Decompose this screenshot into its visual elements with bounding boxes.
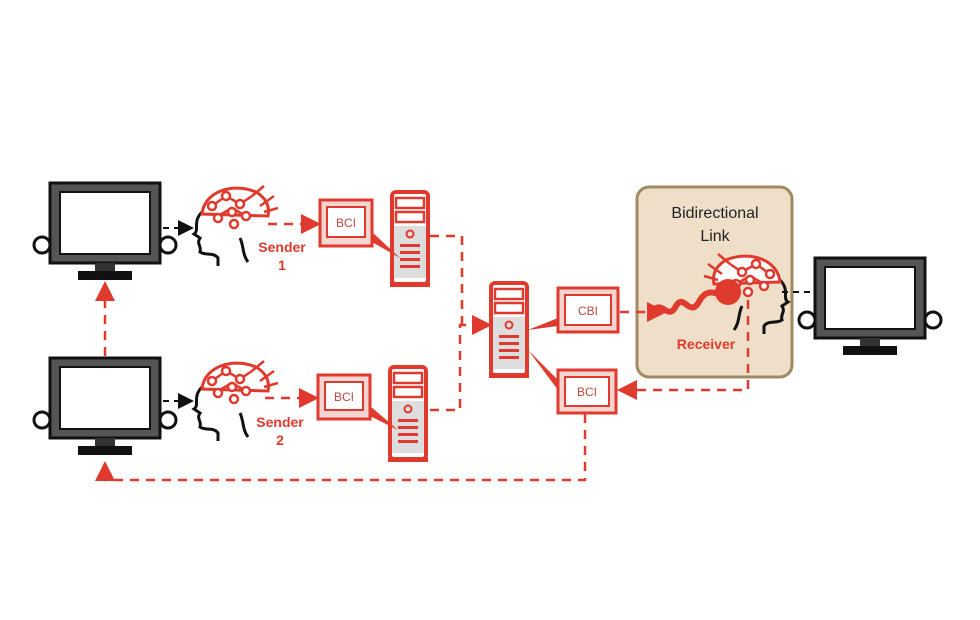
sender1-bci-box: BCI	[318, 198, 400, 258]
link-title-line2: Link	[700, 228, 730, 245]
svg-text:BCI: BCI	[577, 385, 597, 399]
sender2-computer-icon	[386, 365, 430, 464]
receiver-label: Receiver	[677, 336, 736, 352]
connectors	[95, 214, 812, 482]
svg-text:BCI: BCI	[336, 216, 356, 230]
receiver-bci-box: BCI	[528, 350, 618, 415]
sender1-monitor	[32, 181, 178, 282]
svg-text:CBI: CBI	[578, 304, 598, 318]
sender1-computer-icon	[388, 190, 432, 289]
sender2-bci-box: BCI	[316, 373, 398, 430]
sender2-label: Sender	[256, 414, 304, 430]
sender1-label: Sender	[258, 239, 306, 255]
link-title-line1: Bidirectional	[671, 205, 758, 222]
server-computer-icon	[487, 281, 531, 380]
receiver-monitor	[797, 256, 943, 357]
sender2-number: 2	[276, 432, 284, 448]
sender1-number: 1	[278, 257, 286, 273]
svg-text:BCI: BCI	[334, 390, 354, 404]
sender2-monitor	[32, 356, 178, 457]
cbi-box: CBI	[528, 286, 620, 334]
